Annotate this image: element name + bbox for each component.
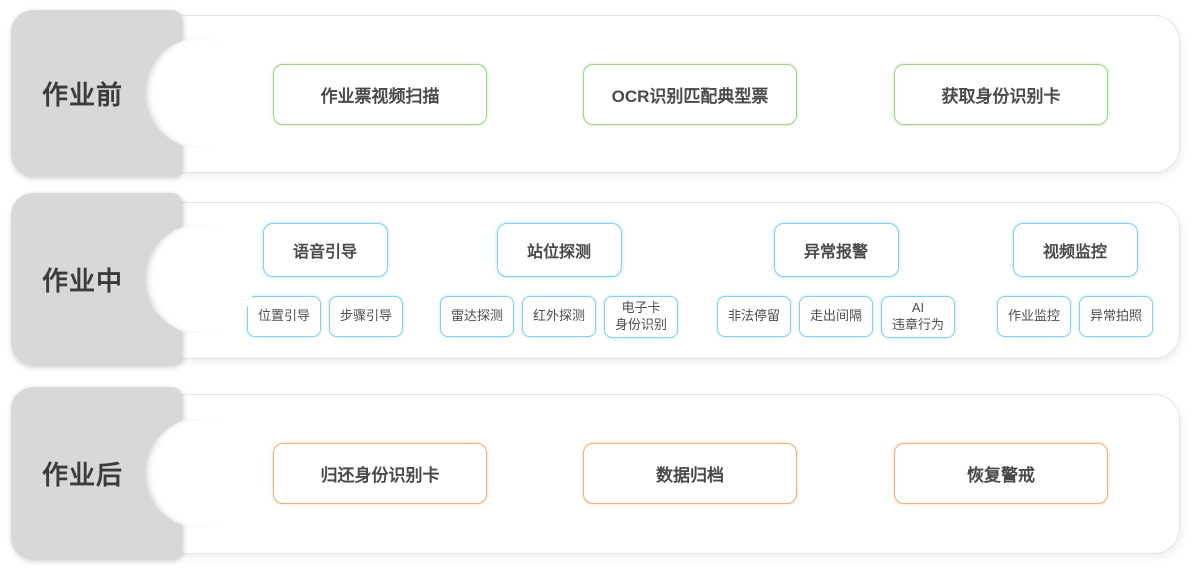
group-voice-guidance: 语音引导 位置引导 步骤引导 xyxy=(244,223,406,337)
sub-box-illegal-stay: 非法停留 xyxy=(716,296,791,338)
sub-item-label: 异常拍照 xyxy=(1090,308,1143,324)
step-label: 获取身份识别卡 xyxy=(941,87,1061,106)
group-sub-row: 雷达探测 红外探测 电子卡 身份识别 xyxy=(439,296,679,338)
phase-tab-post: 作业后 xyxy=(11,387,182,559)
group-parent-label: 视频监控 xyxy=(1042,244,1107,261)
step-box-ocr-match: OCR识别匹配典型票 xyxy=(583,64,797,125)
step-box-data-archive: 数据归档 xyxy=(583,443,797,504)
sub-box-infrared-detect: 红外探测 xyxy=(521,296,596,338)
step-box-return-id-card: 归还身份识别卡 xyxy=(273,443,487,504)
group-abnormal-alarm: 异常报警 非法停留 走出间隔 AI 违章行为 xyxy=(713,223,959,338)
phase-label: 作业中 xyxy=(41,265,123,296)
phase-label: 作业前 xyxy=(41,79,123,110)
group-parent-label: 语音引导 xyxy=(292,244,357,261)
step-label: 归还身份识别卡 xyxy=(320,466,440,485)
group-video-monitoring: 视频监控 作业监控 异常拍照 xyxy=(996,223,1154,337)
phase-panel-during: 语音引导 位置引导 步骤引导 站位探测 雷达探测 xyxy=(160,202,1180,359)
sub-item-label: AI 违章行为 xyxy=(892,300,945,332)
sub-box-leave-bay: 走出间隔 xyxy=(798,296,873,338)
sub-box-step-guide: 步骤引导 xyxy=(329,296,404,337)
group-parent-box: 异常报警 xyxy=(773,223,899,277)
sub-item-label: 作业监控 xyxy=(1007,308,1060,324)
group-parent-box: 视频监控 xyxy=(1012,223,1138,277)
sub-item-label: 雷达探测 xyxy=(450,308,503,324)
group-parent-label: 站位探测 xyxy=(526,244,591,261)
sub-box-ecard-identity: 电子卡 身份识别 xyxy=(604,296,679,338)
group-sub-row: 非法停留 走出间隔 AI 违章行为 xyxy=(716,296,956,338)
phase-panel-pre: 作业票视频扫描 OCR识别匹配典型票 获取身份识别卡 xyxy=(160,15,1180,173)
sub-item-label: 红外探测 xyxy=(532,308,585,324)
sub-box-work-monitor: 作业监控 xyxy=(996,296,1071,337)
group-parent-label: 异常报警 xyxy=(803,244,868,261)
sub-item-label: 步骤引导 xyxy=(340,308,393,324)
group-position-detection: 站位探测 雷达探测 红外探测 电子卡 身份识别 xyxy=(434,223,684,338)
sub-box-position-guide: 位置引导 xyxy=(246,296,321,337)
step-box-ticket-video-scan: 作业票视频扫描 xyxy=(273,64,487,125)
sub-item-label: 非法停留 xyxy=(727,308,780,324)
sub-item-label: 位置引导 xyxy=(257,308,310,324)
phase-tab-pre: 作业前 xyxy=(11,10,182,176)
step-label: OCR识别匹配典型票 xyxy=(611,87,769,106)
group-sub-row: 作业监控 异常拍照 xyxy=(996,296,1154,337)
step-label: 恢复警戒 xyxy=(967,466,1035,485)
sub-item-label: 走出间隔 xyxy=(809,308,862,324)
step-box-restore-alert: 恢复警戒 xyxy=(894,443,1108,504)
group-parent-box: 语音引导 xyxy=(262,223,388,277)
step-label: 作业票视频扫描 xyxy=(320,87,440,106)
group-sub-row: 位置引导 步骤引导 xyxy=(246,296,404,337)
phase-panel-post: 归还身份识别卡 数据归档 恢复警戒 xyxy=(160,394,1180,554)
phase-tab-during: 作业中 xyxy=(11,193,182,365)
phase-label: 作业后 xyxy=(41,459,123,490)
step-box-get-id-card: 获取身份识别卡 xyxy=(894,64,1108,125)
sub-box-abnormal-photo: 异常拍照 xyxy=(1079,296,1154,337)
group-parent-box: 站位探测 xyxy=(496,223,622,277)
sub-item-label: 电子卡 身份识别 xyxy=(615,300,668,332)
sub-box-radar-detect: 雷达探测 xyxy=(439,296,514,338)
step-label: 数据归档 xyxy=(656,466,724,485)
sub-box-ai-violation: AI 违章行为 xyxy=(881,296,956,338)
